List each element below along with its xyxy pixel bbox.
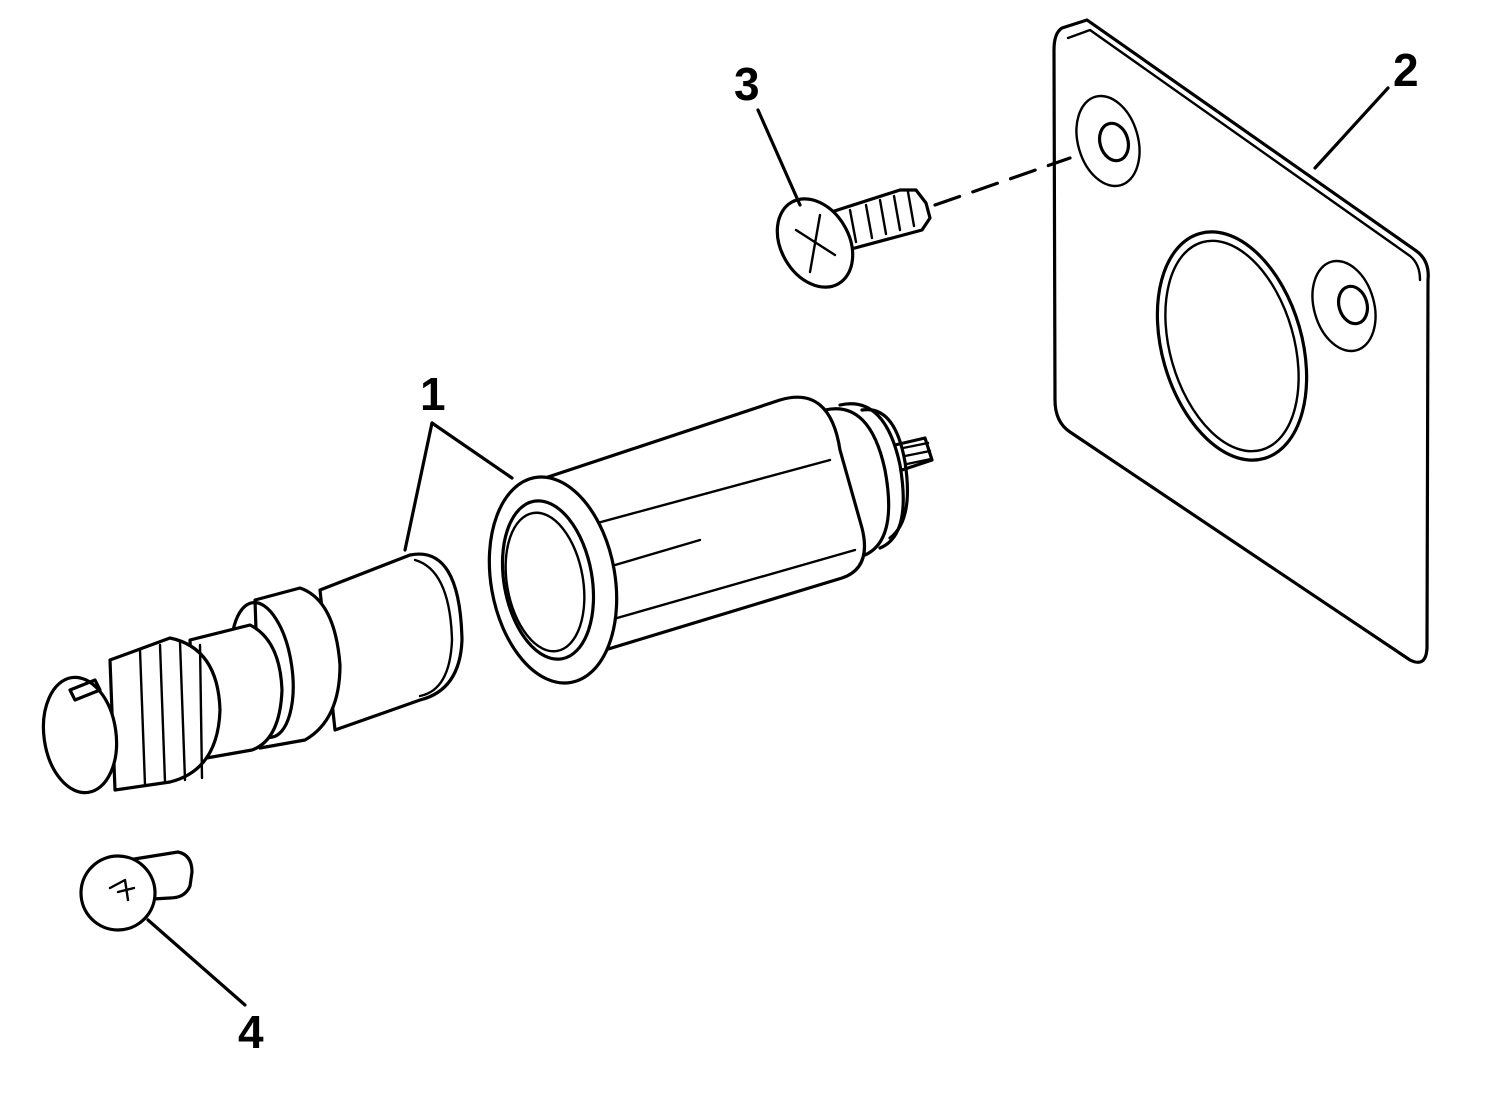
callout-2-label: 2 (1393, 44, 1419, 96)
callout-1-leader-receptacle (430, 421, 514, 480)
callout-4-leader (146, 918, 247, 1007)
bulb (79, 850, 194, 932)
callout-2-leader (1313, 86, 1390, 170)
screw (775, 188, 932, 289)
callout-3-leader (756, 108, 802, 207)
lighter-receptacle (487, 395, 934, 685)
callout-3-label: 3 (734, 58, 760, 110)
screw-alignment-line (933, 156, 1072, 207)
lighter-plug (41, 552, 464, 795)
callout-1-label: 1 (420, 368, 446, 420)
callout-1-leader-plug (403, 421, 434, 552)
callout-4-label: 4 (238, 1006, 264, 1058)
mounting-plate (1052, 18, 1430, 664)
